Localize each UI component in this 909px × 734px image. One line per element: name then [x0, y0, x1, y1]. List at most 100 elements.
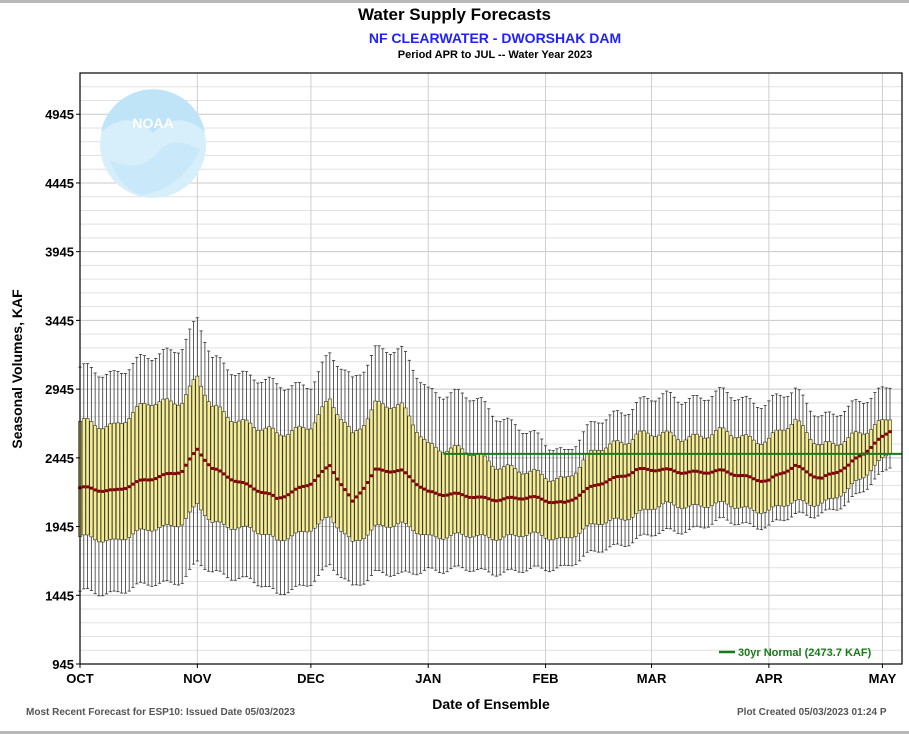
ensemble-box — [664, 390, 669, 529]
ensemble-box — [112, 370, 116, 592]
median-mark — [721, 468, 726, 472]
median-mark — [767, 478, 771, 482]
ensemble-box — [695, 395, 699, 527]
median-mark — [547, 500, 551, 504]
median-mark — [252, 487, 256, 491]
median-mark — [585, 486, 589, 490]
chart-period: Period APR to JUL -- Water Year 2023 — [397, 49, 593, 61]
iqr-box — [619, 442, 624, 520]
ensemble-box — [607, 414, 612, 548]
median-mark — [672, 469, 676, 473]
ensemble-box — [676, 401, 680, 534]
median-mark — [801, 467, 805, 471]
ensemble-boxes — [78, 317, 892, 597]
ensemble-box — [229, 374, 234, 581]
iqr-box — [456, 445, 461, 534]
ensemble-box — [683, 402, 688, 533]
ensemble-box — [615, 410, 620, 545]
median-mark — [381, 468, 385, 472]
median-mark — [328, 464, 332, 468]
median-mark — [661, 467, 665, 471]
median-mark — [407, 475, 411, 479]
iqr-box — [380, 403, 385, 526]
median-mark — [350, 499, 355, 503]
ensemble-box — [100, 376, 105, 597]
median-mark — [608, 478, 612, 482]
iqr-box — [536, 470, 540, 534]
iqr-box — [797, 420, 802, 500]
y-tick-label: 4445 — [45, 176, 74, 191]
median-mark — [831, 471, 835, 475]
median-mark — [184, 463, 188, 467]
median-mark — [589, 484, 593, 488]
ensemble-box — [320, 361, 325, 571]
iqr-box — [717, 427, 722, 502]
iqr-box — [172, 403, 177, 527]
ensemble-box — [392, 352, 397, 576]
median-mark — [305, 484, 309, 488]
iqr-box — [736, 437, 741, 509]
iqr-box — [85, 418, 90, 536]
ensemble-box — [259, 381, 264, 588]
median-mark — [290, 490, 294, 494]
iqr-box — [115, 422, 120, 540]
median-mark — [226, 475, 230, 479]
iqr-box — [252, 427, 257, 532]
median-mark — [687, 470, 692, 474]
iqr-box — [645, 432, 650, 510]
median-mark — [744, 474, 748, 478]
median-mark — [320, 469, 324, 473]
iqr-box — [316, 414, 321, 525]
median-mark — [593, 483, 597, 487]
median-mark — [191, 452, 196, 456]
median-mark — [631, 471, 635, 475]
median-mark — [123, 487, 128, 491]
ensemble-box — [562, 449, 567, 566]
median-mark — [839, 469, 843, 473]
ensemble-box — [823, 411, 828, 511]
iqr-box — [725, 431, 730, 505]
median-mark — [517, 497, 521, 501]
median-mark — [131, 482, 135, 486]
iqr-box — [112, 422, 116, 540]
median-mark — [566, 499, 570, 503]
ensemble-box — [630, 409, 635, 544]
ensemble-box — [721, 387, 726, 518]
ensemble-box — [445, 396, 450, 573]
iqr-box — [850, 432, 855, 484]
iqr-box — [119, 423, 124, 541]
ensemble-box — [403, 351, 408, 572]
bottom-border — [0, 731, 909, 734]
ensemble-box — [274, 383, 279, 594]
ensemble-box — [346, 371, 351, 582]
iqr-box — [210, 405, 215, 524]
y-tick-label: 3445 — [45, 313, 74, 328]
median-mark — [805, 470, 809, 474]
median-mark — [97, 489, 101, 493]
median-mark — [718, 468, 722, 472]
ensemble-box — [172, 352, 177, 585]
ensemble-box — [327, 352, 332, 566]
iqr-box — [399, 402, 404, 523]
median-mark — [487, 497, 491, 501]
ensemble-box — [146, 358, 151, 586]
iqr-box — [604, 447, 609, 524]
ensemble-box — [555, 448, 559, 569]
ensemble-box — [225, 369, 230, 579]
iqr-box — [854, 431, 858, 481]
median-mark — [415, 483, 419, 487]
ensemble-box — [282, 389, 287, 596]
ensemble-box — [369, 354, 374, 576]
iqr-box — [278, 434, 283, 542]
median-mark — [453, 491, 457, 495]
y-axis-title: Seasonal Volumes, KAF — [9, 289, 25, 449]
ensemble-box — [93, 372, 98, 595]
ensemble-box — [725, 392, 730, 521]
median-mark — [93, 488, 97, 492]
ensemble-box — [653, 400, 658, 537]
ensemble-box — [789, 392, 794, 518]
median-mark — [176, 471, 181, 475]
ensemble-box — [396, 348, 400, 574]
ensemble-box — [509, 419, 514, 570]
median-mark — [869, 445, 873, 449]
